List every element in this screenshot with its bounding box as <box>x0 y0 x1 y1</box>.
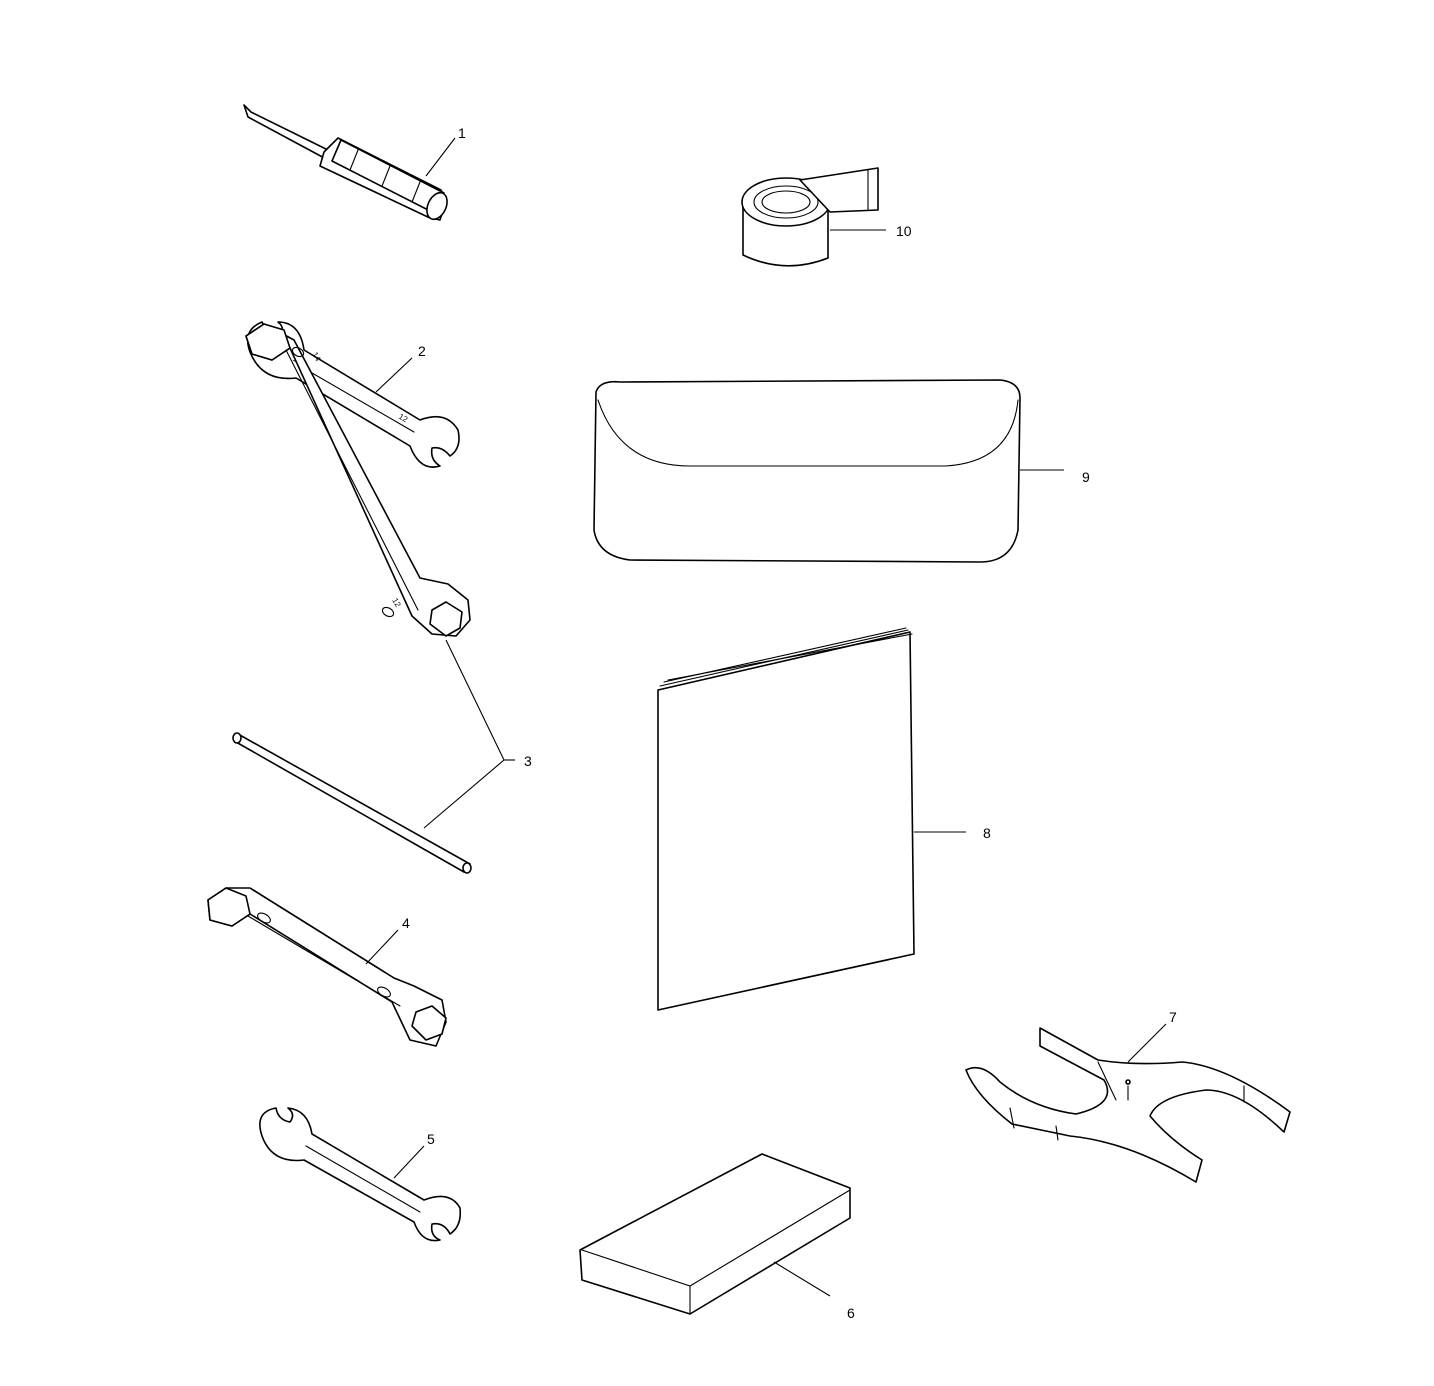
leader-5 <box>393 1145 425 1179</box>
leader-6 <box>773 1261 831 1297</box>
leader-1 <box>425 137 456 177</box>
callout-2: 2 <box>418 343 426 359</box>
callout-5: 5 <box>427 1131 435 1147</box>
tool-pouch-part <box>593 379 1021 563</box>
box-wrench-size-stamp-b: 12 <box>390 597 403 610</box>
box-wrench-small-part <box>207 887 447 1047</box>
callout-6: 6 <box>847 1305 855 1321</box>
tommy-bar-part <box>232 732 472 874</box>
callout-3: 3 <box>524 753 532 769</box>
leader-4 <box>365 929 399 965</box>
spanner-plate-part <box>965 1027 1291 1183</box>
leader-lines <box>365 137 1167 1297</box>
tape-roll-part <box>741 167 879 267</box>
callout-labels: 1 2 3 4 5 6 7 8 9 10 <box>402 125 1177 1321</box>
callout-7: 7 <box>1169 1009 1177 1025</box>
screwdriver-part <box>243 104 448 221</box>
leader-7 <box>1127 1023 1167 1063</box>
callout-9: 9 <box>1082 469 1090 485</box>
box-wrench-part: 14 12 <box>245 323 471 637</box>
owners-manual-part <box>657 627 915 1011</box>
callout-4: 4 <box>402 915 410 931</box>
callout-10: 10 <box>896 223 912 239</box>
leader-3 <box>423 639 505 829</box>
open-end-wrench-small-part <box>259 1107 462 1242</box>
callout-1: 1 <box>458 125 466 141</box>
tool-block-part <box>579 1153 851 1315</box>
leader-2 <box>375 357 413 393</box>
callout-8: 8 <box>983 825 991 841</box>
